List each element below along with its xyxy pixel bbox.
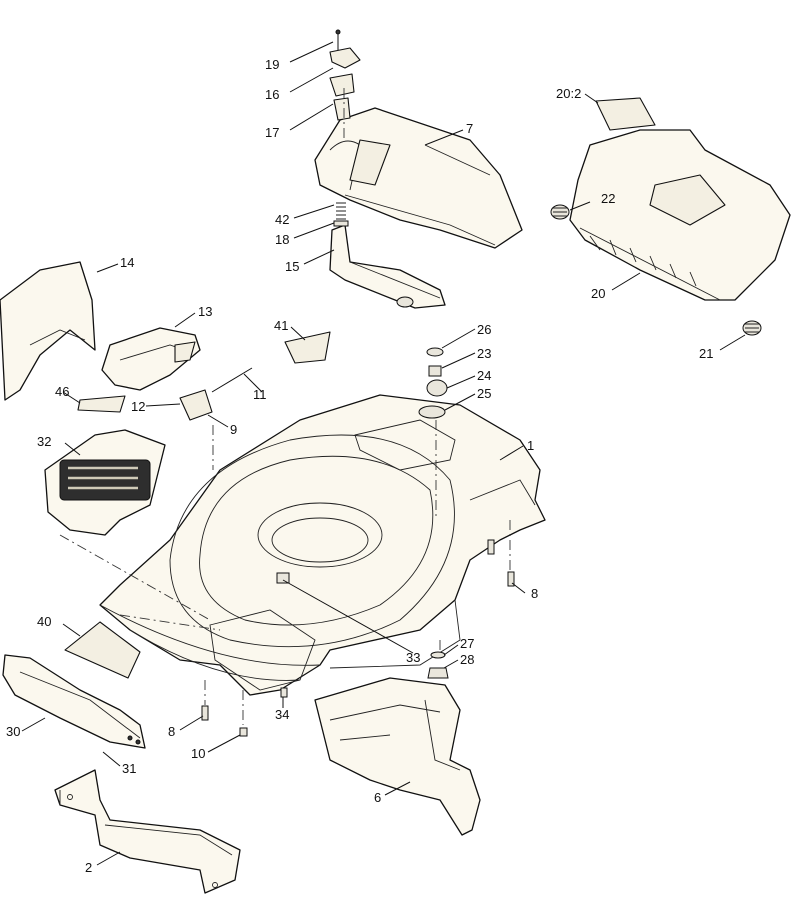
leader-lines <box>21 41 746 866</box>
callout-24: 24 <box>477 368 491 383</box>
callout-20-2: 20:2 <box>556 86 581 101</box>
front-bracket <box>54 769 241 894</box>
callout-23: 23 <box>477 346 491 361</box>
callout-30: 30 <box>6 724 20 739</box>
callout-16: 16 <box>265 87 279 102</box>
callout-27: 27 <box>460 636 474 651</box>
callout-10: 10 <box>191 746 205 761</box>
hardware-stack <box>418 347 449 679</box>
callout-41: 41 <box>274 318 288 333</box>
callout-26: 26 <box>477 322 491 337</box>
spring-stack <box>333 202 349 227</box>
callout-18: 18 <box>275 232 289 247</box>
callout-15: 15 <box>285 259 299 274</box>
callout-labels: 19 16 17 7 42 18 15 20:2 22 20 21 14 13 … <box>6 57 713 875</box>
callout-42: 42 <box>275 212 289 227</box>
callout-11: 11 <box>253 387 267 402</box>
assembly-lines <box>59 88 511 725</box>
callout-8-left: 8 <box>168 724 175 739</box>
callout-34: 34 <box>275 707 289 722</box>
decals <box>64 331 331 679</box>
wheel-cover <box>101 327 201 391</box>
callout-32: 32 <box>37 434 51 449</box>
front-guard <box>44 429 166 536</box>
side-cover <box>0 261 96 401</box>
discharge-chute <box>314 677 481 836</box>
callout-21: 21 <box>699 346 713 361</box>
height-lever <box>329 224 446 309</box>
callout-20: 20 <box>591 286 605 301</box>
front-bumper <box>2 654 146 749</box>
callout-1: 1 <box>527 438 534 453</box>
callout-19: 19 <box>265 57 279 72</box>
callout-12: 12 <box>131 399 145 414</box>
callout-6: 6 <box>374 790 381 805</box>
callout-22: 22 <box>601 191 615 206</box>
callout-2: 2 <box>85 860 92 875</box>
rear-cover <box>314 107 523 249</box>
callout-14: 14 <box>120 255 134 270</box>
callout-17: 17 <box>265 125 279 140</box>
callout-28: 28 <box>460 652 474 667</box>
torsion-springs <box>550 204 762 336</box>
callout-8-right: 8 <box>531 586 538 601</box>
handle-knob-stack <box>329 29 361 121</box>
deck-housing <box>99 394 546 696</box>
grass-bag-frame <box>569 97 791 301</box>
callout-46: 46 <box>55 384 69 399</box>
callout-31: 31 <box>122 761 136 776</box>
latch-bracket <box>179 367 253 421</box>
callout-7: 7 <box>466 121 473 136</box>
callout-33: 33 <box>406 650 420 665</box>
callout-13: 13 <box>198 304 212 319</box>
callout-40: 40 <box>37 614 51 629</box>
callout-9: 9 <box>230 422 237 437</box>
callout-25: 25 <box>477 386 491 401</box>
bolts <box>201 539 515 737</box>
